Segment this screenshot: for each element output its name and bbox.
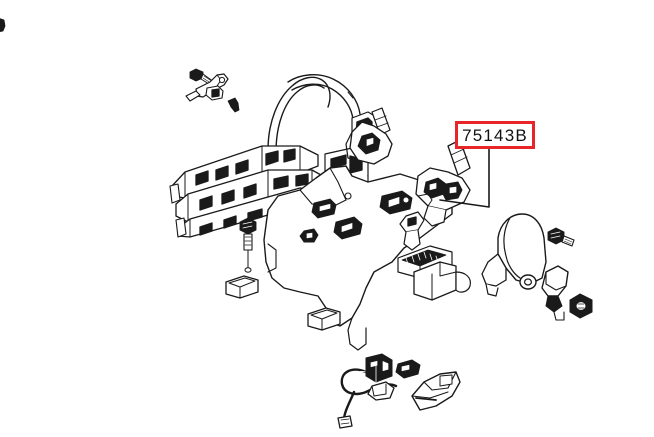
height-adjust-lever-75143B <box>415 139 471 227</box>
mounting-bolt-and-cap <box>225 217 259 299</box>
wiring-harness <box>337 353 421 429</box>
recline-lever-center <box>345 107 393 165</box>
side-cover-panel <box>481 213 547 297</box>
left-edge-mark <box>0 18 6 33</box>
front-trim-caps <box>307 307 341 331</box>
upper-bolts-and-link <box>185 68 240 113</box>
callout-leader-line-75143B <box>439 148 490 208</box>
lower-trim-cover <box>411 371 461 411</box>
seat-cushion-frame-panel <box>263 165 453 351</box>
part-number-callout-75143B[interactable]: 75143B <box>455 121 535 149</box>
rear-bracket <box>397 245 471 301</box>
knob-washer-bolts <box>519 227 593 321</box>
lever-tip-small <box>399 211 425 251</box>
part-number-label: 75143B <box>462 125 528 145</box>
